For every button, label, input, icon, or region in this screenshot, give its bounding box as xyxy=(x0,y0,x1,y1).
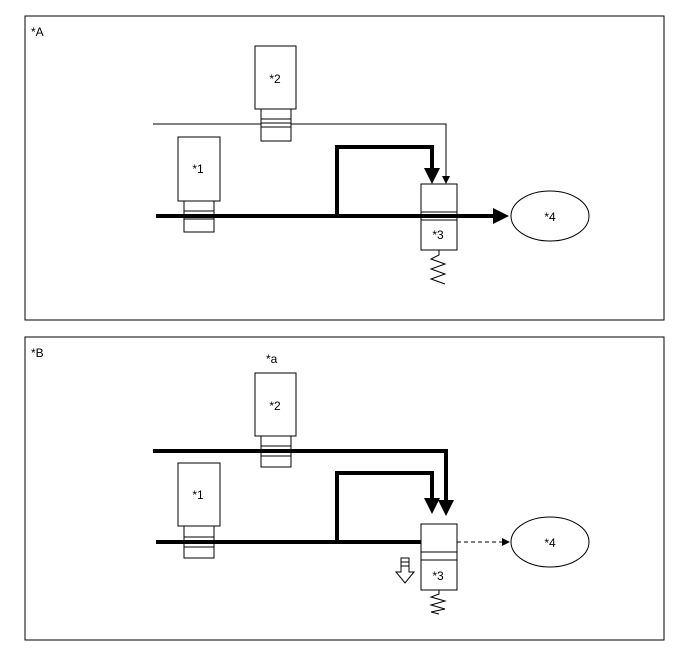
component-2-b: *2 xyxy=(254,372,297,468)
panel-b: *B *a *2 *1 xyxy=(24,336,665,641)
component-1: *1 xyxy=(156,136,230,233)
component-4-label: *4 xyxy=(544,210,556,224)
panel-a-label: *A xyxy=(31,25,44,39)
spring-b xyxy=(429,590,447,615)
component-2-b-label: *2 xyxy=(269,399,281,413)
branch-line-b xyxy=(335,471,440,542)
panel-a: *A *2 *1 xyxy=(24,15,665,321)
component-2: *2 xyxy=(254,45,297,142)
component-3-b-label: *3 xyxy=(432,569,444,583)
panel-b-frame xyxy=(24,336,665,641)
component-2-label: *2 xyxy=(269,72,281,86)
branch-line xyxy=(335,145,440,216)
component-3-b: *3 xyxy=(420,523,458,615)
panel-b-label: *B xyxy=(31,346,44,360)
down-arrow-icon xyxy=(394,557,416,584)
component-1-b-label: *1 xyxy=(192,488,204,502)
pilot-line xyxy=(153,123,450,184)
component-1-b: *1 xyxy=(156,462,230,559)
component-4-b: *4 xyxy=(510,516,590,568)
component-1-label: *1 xyxy=(192,162,204,176)
spring xyxy=(429,250,447,285)
pilot-line-b xyxy=(153,449,454,516)
component-4-b-label: *4 xyxy=(544,536,556,550)
panel-a-frame xyxy=(24,15,665,321)
component-3-label: *3 xyxy=(432,228,444,242)
note-a-label: *a xyxy=(266,352,278,366)
component-4: *4 xyxy=(510,190,590,242)
component-3: *3 xyxy=(420,183,458,285)
